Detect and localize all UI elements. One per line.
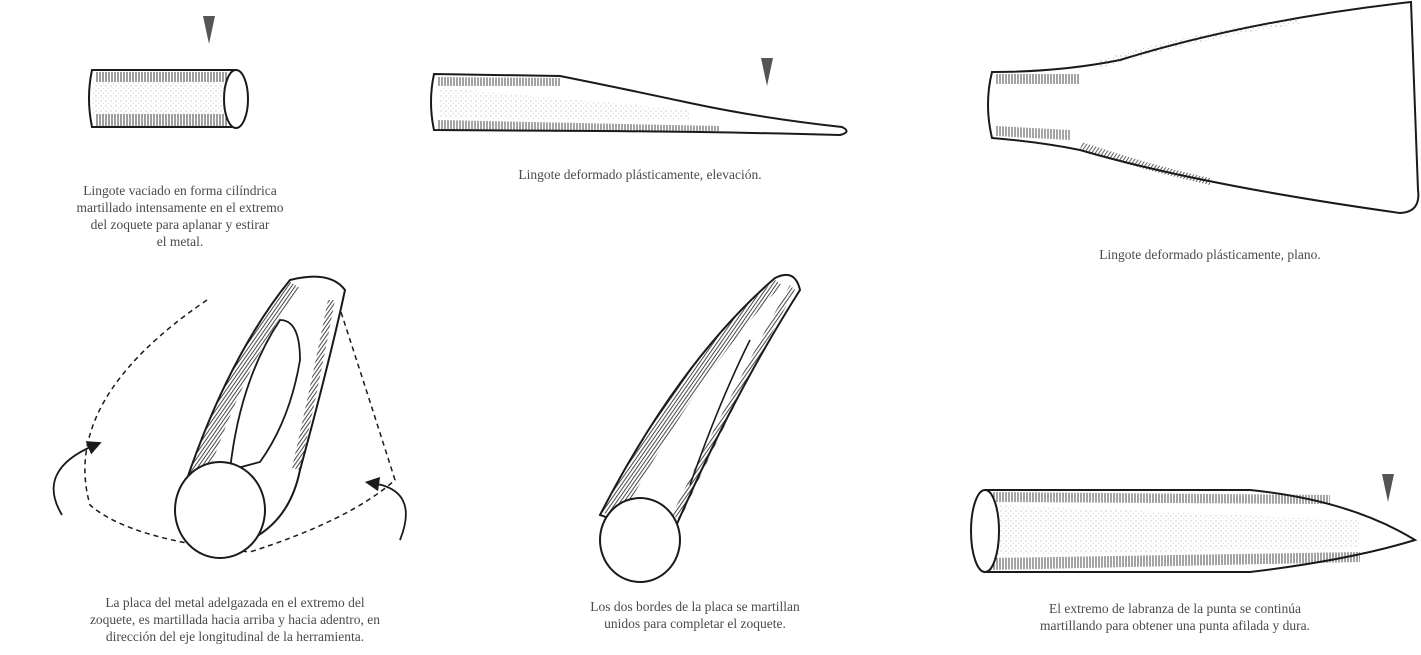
caption-line: dirección del eje longitudinal de la her… bbox=[0, 628, 470, 645]
caption-line: zoquete, es martillada hacia arriba y ha… bbox=[0, 611, 470, 628]
plate-folding-figure bbox=[54, 277, 406, 558]
hammer-marker-icon bbox=[1382, 474, 1394, 502]
caption-plate-folding: La placa del metal adelgazada en el extr… bbox=[0, 594, 470, 645]
caption-line: Los dos bordes de la placa se martillan bbox=[520, 598, 870, 615]
deformed-elevation-figure bbox=[431, 58, 847, 135]
hammer-marker-icon bbox=[761, 58, 773, 86]
socket-end-face bbox=[175, 462, 265, 558]
caption-line: del zoquete para aplanar y estirar bbox=[10, 216, 350, 233]
hammer-marker-icon bbox=[203, 16, 215, 44]
caption-line: unidos para completar el zoquete. bbox=[520, 615, 870, 632]
caption-deformed-elevation: Lingote deformado plásticamente, elevaci… bbox=[430, 166, 850, 183]
rotation-right-icon bbox=[372, 483, 406, 540]
caption-line: martillando para obtener una punta afila… bbox=[945, 617, 1405, 634]
caption-line: Lingote deformado plásticamente, elevaci… bbox=[430, 166, 850, 183]
cast-ingot-figure bbox=[89, 16, 248, 128]
caption-line: Lingote vaciado en forma cilíndrica bbox=[10, 182, 350, 199]
point-sharpened-figure bbox=[971, 474, 1415, 572]
caption-line: Lingote deformado plásticamente, plano. bbox=[1000, 246, 1420, 263]
caption-line: La placa del metal adelgazada en el extr… bbox=[0, 594, 470, 611]
caption-line: el metal. bbox=[10, 233, 350, 250]
socket-closed-figure bbox=[600, 275, 800, 582]
ingot-end-face bbox=[224, 70, 248, 128]
caption-cast-ingot: Lingote vaciado en forma cilíndrica mart… bbox=[10, 182, 350, 250]
caption-deformed-plan: Lingote deformado plásticamente, plano. bbox=[1000, 246, 1420, 263]
caption-point-sharpened: El extremo de labranza de la punta se co… bbox=[945, 600, 1405, 634]
caption-line: El extremo de labranza de la punta se co… bbox=[945, 600, 1405, 617]
caption-line: martillado intensamente en el extremo bbox=[10, 199, 350, 216]
point-end-face bbox=[971, 490, 999, 572]
rotation-left-icon bbox=[54, 445, 95, 515]
caption-socket-closed: Los dos bordes de la placa se martillan … bbox=[520, 598, 870, 632]
socket-end-face bbox=[600, 498, 680, 582]
deformed-plan-figure bbox=[988, 2, 1418, 213]
